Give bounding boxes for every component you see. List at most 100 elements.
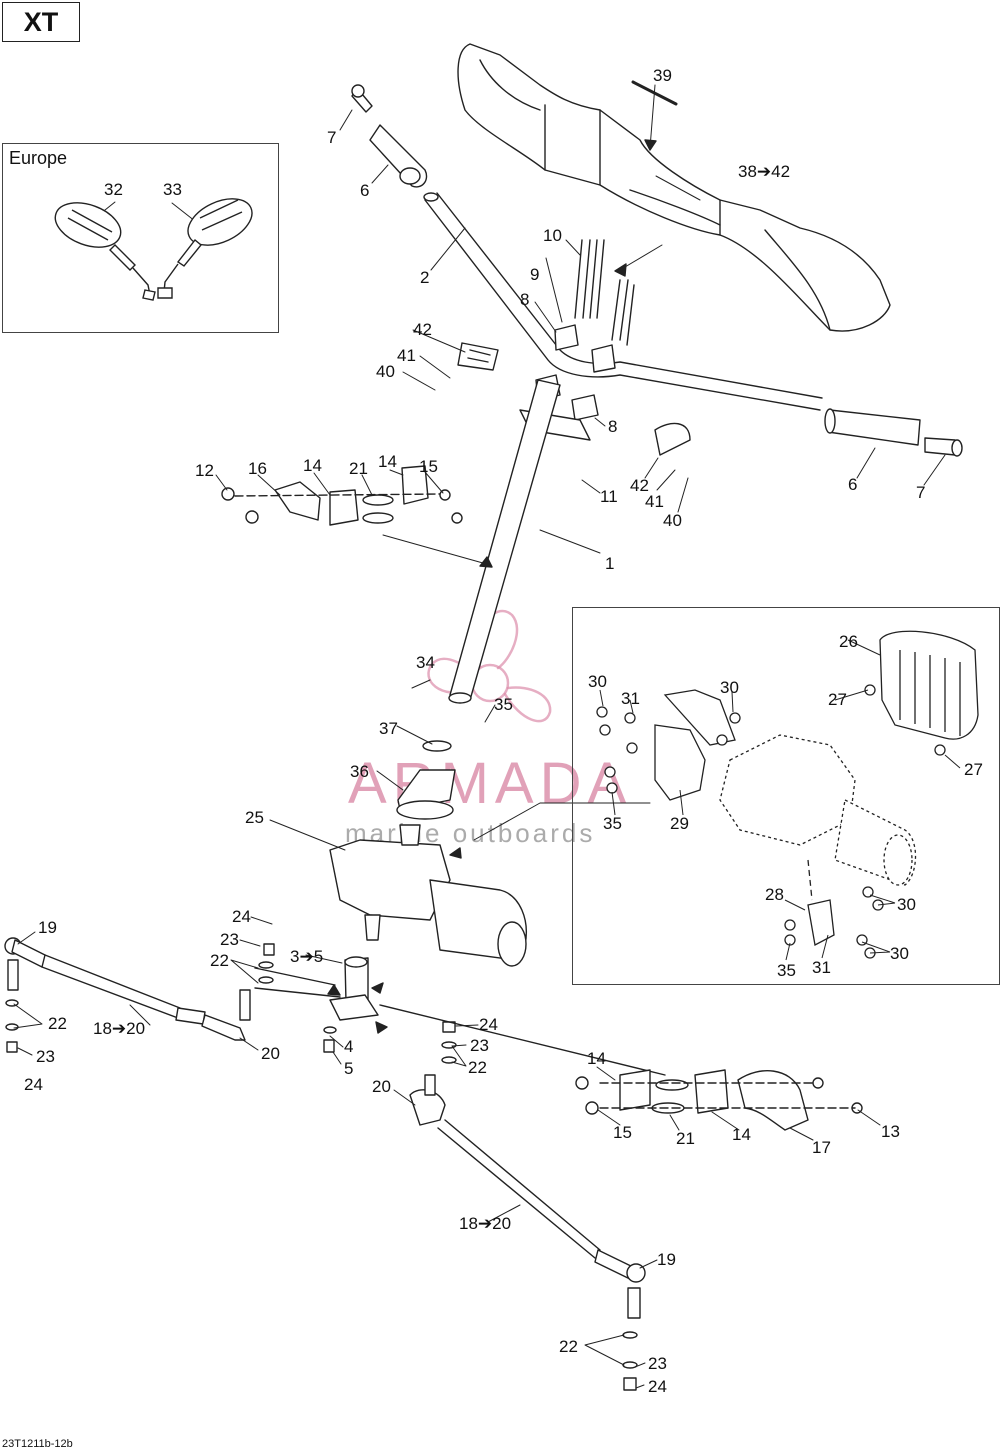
callout-18-20b: 18➔20 bbox=[459, 1214, 512, 1233]
callout-41b: 41 bbox=[645, 492, 664, 511]
inset-leader-lines bbox=[599, 639, 961, 961]
callout-42: 42 bbox=[413, 320, 432, 339]
callout-30: 30 bbox=[588, 672, 607, 691]
callout-4: 4 bbox=[344, 1037, 354, 1056]
callout-42b: 42 bbox=[630, 476, 649, 495]
callout-33: 33 bbox=[163, 180, 182, 199]
callout-24d: 24 bbox=[648, 1377, 667, 1396]
handguard bbox=[457, 43, 891, 332]
callout-27b: 27 bbox=[964, 760, 983, 779]
callout-10: 10 bbox=[543, 226, 562, 245]
callout-22d: 22 bbox=[559, 1337, 578, 1356]
riser-clamps bbox=[519, 324, 691, 456]
callout-23c: 23 bbox=[36, 1047, 55, 1066]
callout-17: 17 bbox=[812, 1138, 831, 1157]
callout-14: 14 bbox=[303, 456, 322, 475]
callout-23b: 23 bbox=[470, 1036, 489, 1055]
leader-lines bbox=[13, 84, 946, 1389]
callout-28: 28 bbox=[765, 885, 784, 904]
callout-19: 19 bbox=[38, 918, 57, 937]
callout-38-42: 38➔42 bbox=[738, 162, 791, 181]
callout-23: 23 bbox=[220, 930, 239, 949]
callout-11: 11 bbox=[600, 487, 618, 506]
callout-39: 39 bbox=[653, 66, 672, 85]
small-hardware-center bbox=[258, 943, 457, 1064]
callout-9: 9 bbox=[530, 265, 540, 284]
callout-27: 27 bbox=[828, 690, 847, 709]
callout-29: 29 bbox=[670, 814, 689, 833]
inset-detail-drawing bbox=[596, 630, 979, 961]
mirror-left bbox=[54, 202, 156, 301]
gearbox-outline bbox=[719, 734, 917, 886]
heat-shield bbox=[879, 630, 979, 740]
callout-35: 35 bbox=[494, 695, 513, 714]
callout-30d: 30 bbox=[890, 944, 909, 963]
callout-16: 16 bbox=[248, 459, 267, 478]
callout-34: 34 bbox=[416, 653, 435, 672]
callout-40: 40 bbox=[376, 362, 395, 381]
callout-40b: 40 bbox=[663, 511, 682, 530]
callout-19b: 19 bbox=[657, 1250, 676, 1269]
callout-14d: 14 bbox=[732, 1125, 751, 1144]
bracket bbox=[654, 689, 736, 801]
callout-24b: 24 bbox=[479, 1015, 498, 1034]
callout-6b: 6 bbox=[848, 475, 858, 494]
callout-7: 7 bbox=[327, 128, 337, 147]
callout-31: 31 bbox=[621, 689, 640, 708]
callout-5: 5 bbox=[344, 1059, 354, 1078]
callout-20: 20 bbox=[261, 1044, 280, 1063]
inset-hardware bbox=[596, 684, 946, 959]
drawing-reference: 23T1211b-12b bbox=[2, 1438, 73, 1450]
europe-inset bbox=[2, 143, 279, 333]
callout-15b: 15 bbox=[613, 1123, 632, 1142]
callout-37: 37 bbox=[379, 719, 398, 738]
grip-right bbox=[824, 408, 963, 457]
callout-6: 6 bbox=[360, 181, 370, 200]
callout-35b: 35 bbox=[603, 814, 622, 833]
callout-18-20: 18➔20 bbox=[93, 1019, 146, 1038]
callout-22: 22 bbox=[210, 951, 229, 970]
europe-inset-label: Europe bbox=[9, 148, 68, 168]
callout-20b: 20 bbox=[372, 1077, 391, 1096]
callout-13: 13 bbox=[881, 1122, 900, 1141]
callout-24c: 24 bbox=[24, 1075, 43, 1094]
boot bbox=[396, 740, 456, 820]
pitman-arm bbox=[323, 956, 379, 1053]
handlebar bbox=[423, 192, 823, 411]
callout-31b: 31 bbox=[812, 958, 831, 977]
riser-bolts bbox=[574, 239, 635, 346]
callout-14c: 14 bbox=[587, 1049, 606, 1068]
mirror-right bbox=[157, 198, 253, 299]
callout-41: 41 bbox=[397, 346, 416, 365]
callout-8b: 8 bbox=[608, 417, 618, 436]
callout-30b: 30 bbox=[720, 678, 739, 697]
callout-23d: 23 bbox=[648, 1354, 667, 1373]
callout-15: 15 bbox=[419, 457, 438, 476]
callout-30c: 30 bbox=[897, 895, 916, 914]
tie-rod-left bbox=[4, 937, 251, 1053]
grip-left bbox=[351, 84, 428, 188]
callout-2: 2 bbox=[420, 268, 430, 287]
callout-3-5: 3➔5 bbox=[290, 947, 324, 966]
callout-25: 25 bbox=[245, 808, 264, 827]
callout-35c: 35 bbox=[777, 961, 796, 980]
callout-32: 32 bbox=[104, 180, 123, 199]
gearbox-detail-inset bbox=[572, 607, 1000, 985]
callout-8: 8 bbox=[520, 290, 530, 309]
callout-36: 36 bbox=[350, 762, 369, 781]
callout-21: 21 bbox=[349, 459, 368, 478]
mirrors-drawing bbox=[54, 198, 253, 301]
callout-14b: 14 bbox=[378, 452, 397, 471]
callout-12: 12 bbox=[195, 461, 214, 480]
model-code-label: XT bbox=[2, 2, 80, 42]
lower-bracket bbox=[784, 899, 835, 946]
column-support-lower bbox=[575, 1069, 863, 1131]
steering-column bbox=[448, 379, 561, 704]
callout-26: 26 bbox=[839, 632, 858, 651]
callout-22c: 22 bbox=[468, 1058, 487, 1077]
power-steering-unit bbox=[329, 824, 527, 967]
callout-24: 24 bbox=[232, 907, 251, 926]
callout-7b: 7 bbox=[916, 483, 926, 502]
